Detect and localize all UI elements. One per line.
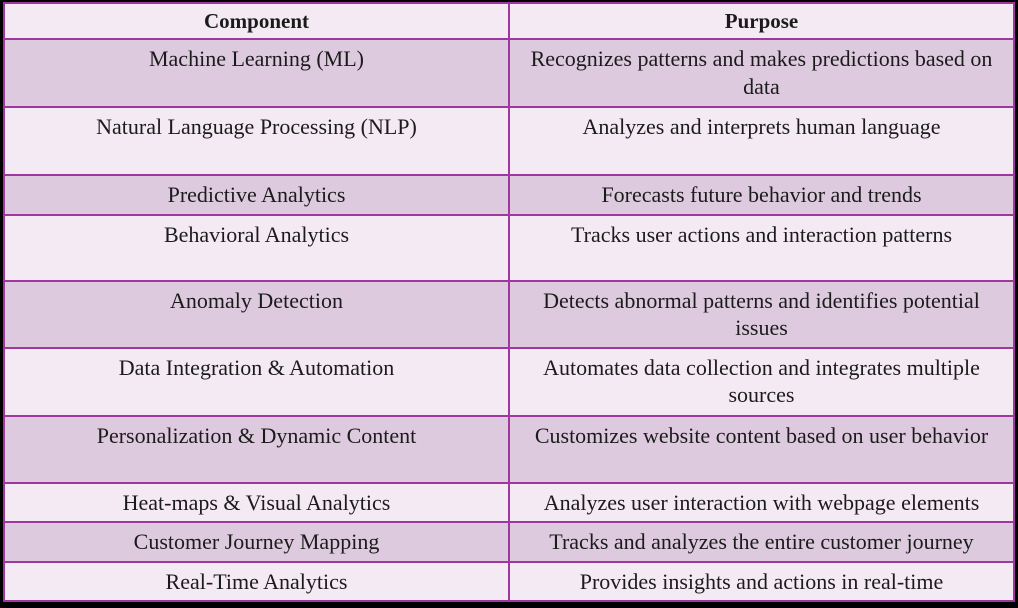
purpose-cell: Forecasts future behavior and trends	[508, 174, 1015, 216]
column-header-component: Component	[3, 2, 510, 40]
purpose-cell: Detects abnormal patterns and identifies…	[508, 279, 1015, 349]
purpose-cell: Analyzes and interprets human language	[508, 106, 1015, 176]
component-cell: Anomaly Detection	[3, 279, 510, 349]
purpose-cell: Recognizes patterns and makes prediction…	[508, 38, 1015, 108]
components-purpose-table: Component Purpose Machine Learning (ML) …	[3, 2, 1015, 602]
table-row: Personalization & Dynamic Content Custom…	[3, 414, 1015, 484]
header-row: Component Purpose	[3, 2, 1015, 40]
table-row: Heat-maps & Visual Analytics Analyzes us…	[3, 481, 1015, 523]
component-cell: Personalization & Dynamic Content	[3, 414, 510, 484]
table-row: Data Integration & Automation Automates …	[3, 346, 1015, 417]
component-cell: Predictive Analytics	[3, 174, 510, 216]
table-row: Anomaly Detection Detects abnormal patte…	[3, 279, 1015, 349]
component-cell: Data Integration & Automation	[3, 346, 510, 417]
component-cell: Machine Learning (ML)	[3, 38, 510, 108]
purpose-cell: Automates data collection and integrates…	[508, 346, 1015, 417]
purpose-cell: Tracks user actions and interaction patt…	[508, 213, 1015, 282]
component-cell: Customer Journey Mapping	[3, 521, 510, 563]
table-row: Real-Time Analytics Provides insights an…	[3, 560, 1015, 602]
table-row: Machine Learning (ML) Recognizes pattern…	[3, 38, 1015, 108]
table-row: Natural Language Processing (NLP) Analyz…	[3, 106, 1015, 176]
component-cell: Real-Time Analytics	[3, 560, 510, 602]
purpose-cell: Customizes website content based on user…	[508, 414, 1015, 484]
table-row: Behavioral Analytics Tracks user actions…	[3, 213, 1015, 282]
column-header-purpose: Purpose	[508, 2, 1015, 40]
component-cell: Natural Language Processing (NLP)	[3, 106, 510, 176]
table-row: Predictive Analytics Forecasts future be…	[3, 174, 1015, 216]
component-cell: Heat-maps & Visual Analytics	[3, 481, 510, 523]
purpose-cell: Analyzes user interaction with webpage e…	[508, 481, 1015, 523]
component-cell: Behavioral Analytics	[3, 213, 510, 282]
table-row: Customer Journey Mapping Tracks and anal…	[3, 521, 1015, 563]
purpose-cell: Tracks and analyzes the entire customer …	[508, 521, 1015, 563]
purpose-cell: Provides insights and actions in real-ti…	[508, 560, 1015, 602]
